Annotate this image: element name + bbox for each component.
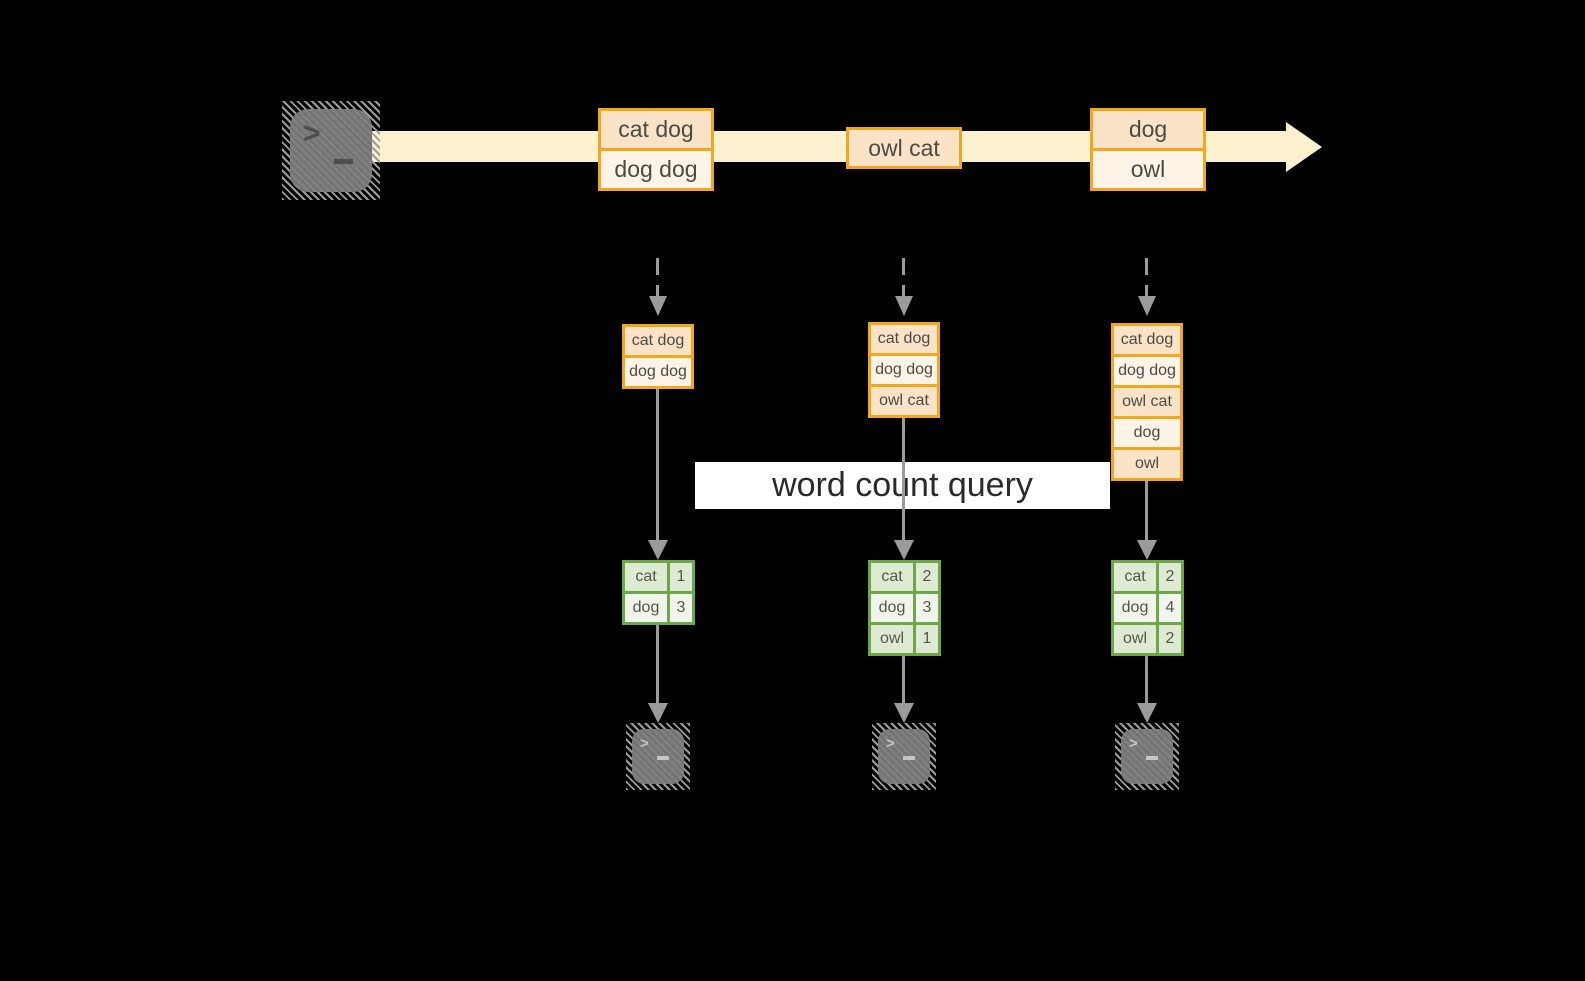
count-value: 3 — [913, 594, 938, 622]
count-row: dog 3 — [625, 591, 692, 622]
event-window-stack-2: cat dog dog dog owl cat — [868, 322, 940, 418]
trigger-dash-line — [1145, 258, 1148, 296]
trigger-arrowhead-icon — [1138, 296, 1156, 316]
sink-flow-line — [1145, 656, 1148, 703]
window-event: dog dog — [1114, 354, 1180, 385]
count-row: cat 2 — [871, 563, 938, 591]
stream-event: cat dog — [601, 111, 711, 148]
window-event: owl — [1114, 447, 1180, 478]
sink-terminal-icon: > — [1121, 729, 1173, 784]
flow-arrowhead-icon — [648, 540, 668, 560]
trigger-arrowhead-icon — [649, 296, 667, 316]
count-word: owl — [1114, 625, 1156, 653]
count-row: dog 4 — [1114, 591, 1181, 622]
cursor-bar-icon — [334, 159, 353, 164]
count-row: owl 1 — [871, 622, 938, 653]
flow-arrowhead-icon — [894, 703, 914, 723]
window-event: cat dog — [625, 327, 691, 355]
stream-event-group-3: dog owl — [1090, 108, 1206, 191]
query-flow-line — [1145, 481, 1148, 540]
window-event: owl cat — [871, 384, 937, 415]
stream-event: owl cat — [849, 130, 959, 166]
stream-event: dog — [1093, 111, 1203, 148]
flow-arrowhead-icon — [648, 703, 668, 723]
count-row: owl 2 — [1114, 622, 1181, 653]
stream-event: owl — [1093, 148, 1203, 188]
count-value: 1 — [667, 563, 692, 591]
stream-arrowhead-icon — [1286, 122, 1322, 172]
trigger-dash-line — [656, 258, 659, 296]
source-terminal-icon: > — [290, 109, 372, 192]
count-word: cat — [625, 563, 667, 591]
stream-event: dog dog — [601, 148, 711, 188]
stream-event-group-2: owl cat — [846, 127, 962, 169]
count-value: 2 — [1156, 563, 1181, 591]
flow-arrowhead-icon — [1137, 703, 1157, 723]
count-row: cat 2 — [1114, 563, 1181, 591]
window-event: cat dog — [1114, 326, 1180, 354]
flow-arrowhead-icon — [894, 540, 914, 560]
sink-terminal-hatch: > — [1115, 723, 1179, 790]
prompt-chevron-icon: > — [886, 735, 895, 752]
count-word: cat — [1114, 563, 1156, 591]
cursor-bar-icon — [657, 756, 669, 760]
prompt-chevron-icon: > — [640, 735, 649, 752]
sink-flow-line — [902, 656, 905, 703]
count-value: 3 — [667, 594, 692, 622]
flow-arrowhead-icon — [1137, 540, 1157, 560]
event-window-stack-3: cat dog dog dog owl cat dog owl — [1111, 323, 1183, 481]
count-word: cat — [871, 563, 913, 591]
query-flow-line — [656, 389, 659, 540]
stream-event-group-1: cat dog dog dog — [598, 108, 714, 191]
trigger-dash-line — [902, 258, 905, 296]
window-event: dog dog — [625, 355, 691, 386]
window-event: cat dog — [871, 325, 937, 353]
word-count-table-2: cat 2 dog 3 owl 1 — [868, 560, 941, 656]
source-terminal-hatch: > — [282, 101, 380, 200]
count-value: 2 — [1156, 625, 1181, 653]
sink-terminal-icon: > — [632, 729, 684, 784]
sink-terminal-icon: > — [878, 729, 930, 784]
trigger-arrowhead-icon — [895, 296, 913, 316]
count-word: dog — [625, 594, 667, 622]
window-event: dog dog — [871, 353, 937, 384]
cursor-bar-icon — [1146, 756, 1158, 760]
sink-flow-line — [656, 625, 659, 703]
count-word: dog — [871, 594, 913, 622]
prompt-chevron-icon: > — [1129, 735, 1138, 752]
count-word: dog — [1114, 594, 1156, 622]
count-value: 2 — [913, 563, 938, 591]
query-flow-line — [902, 418, 905, 540]
window-event: owl cat — [1114, 385, 1180, 416]
sink-terminal-hatch: > — [626, 723, 690, 790]
count-value: 1 — [913, 625, 938, 653]
count-row: cat 1 — [625, 563, 692, 591]
count-value: 4 — [1156, 594, 1181, 622]
count-row: dog 3 — [871, 591, 938, 622]
sink-terminal-hatch: > — [872, 723, 936, 790]
count-word: owl — [871, 625, 913, 653]
word-count-table-3: cat 2 dog 4 owl 2 — [1111, 560, 1184, 656]
prompt-chevron-icon: > — [303, 117, 321, 150]
window-event: dog — [1114, 416, 1180, 447]
cursor-bar-icon — [903, 756, 915, 760]
word-count-table-1: cat 1 dog 3 — [622, 560, 695, 625]
event-window-stack-1: cat dog dog dog — [622, 324, 694, 389]
